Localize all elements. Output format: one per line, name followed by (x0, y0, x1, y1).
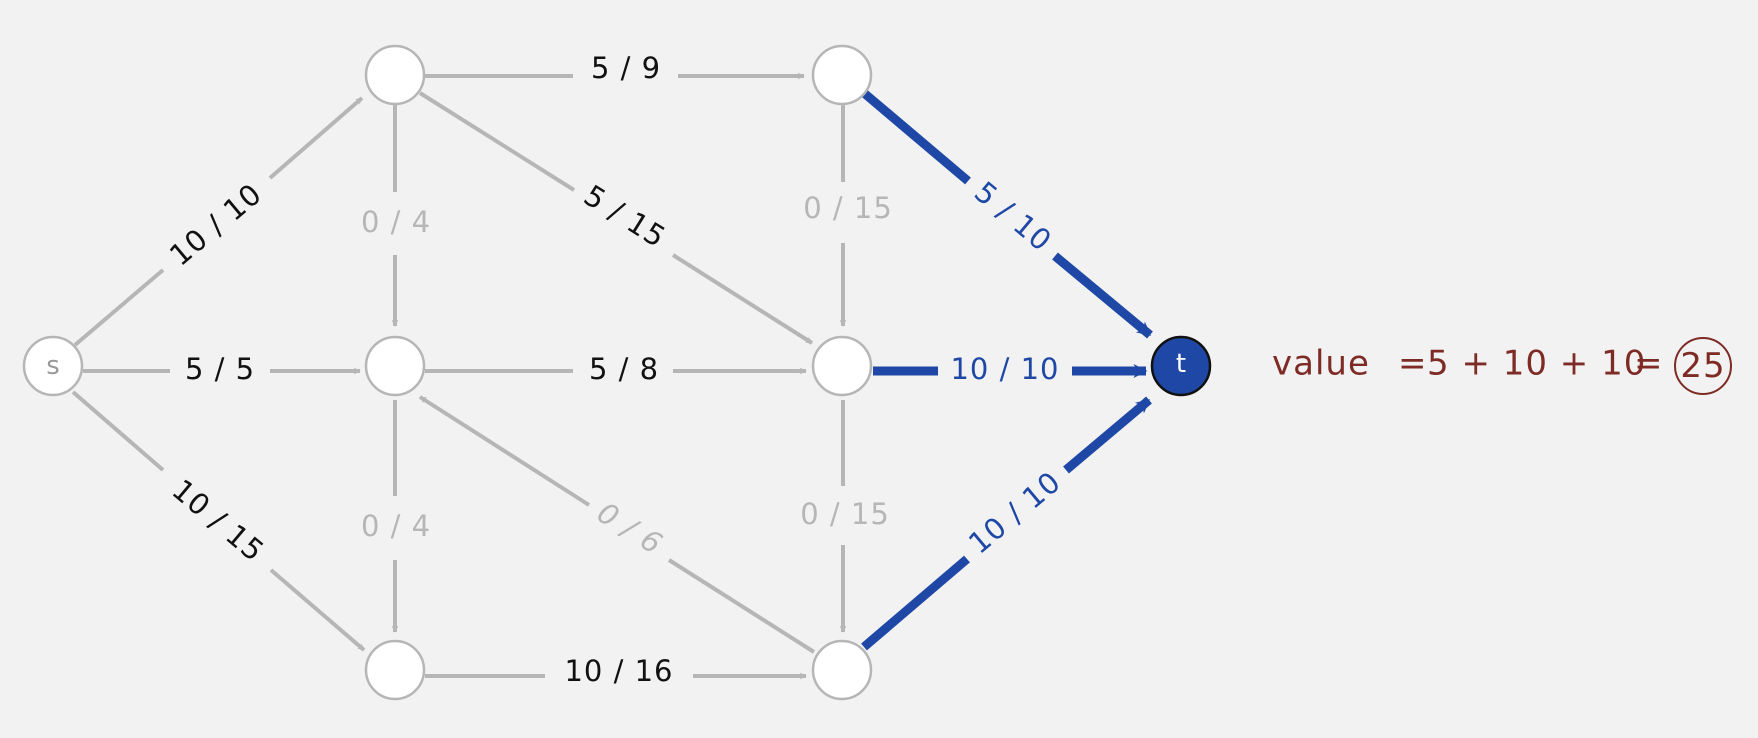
edge-label-d-e: 0 / 15 (803, 191, 893, 225)
edge-f-b-part2 (418, 395, 591, 507)
node-c (364, 639, 426, 701)
node-a (364, 44, 426, 106)
value-total-circle (1674, 337, 1732, 395)
nodes: s t (22, 44, 1212, 701)
edge-label-b-c: 0 / 4 (361, 509, 431, 543)
value-equals-first: = (1398, 344, 1428, 384)
edge-d-t-part1 (861, 89, 971, 185)
saturated-edges (861, 89, 1153, 651)
node-t-label: t (1176, 349, 1186, 379)
edge-d-t-part2 (1052, 252, 1153, 339)
gray-edges (71, 72, 847, 680)
edge-label-s-b: 5 / 5 (185, 352, 255, 386)
edge-s-a-part2 (268, 96, 364, 180)
node-s: s (22, 335, 84, 397)
node-t: t (1150, 335, 1212, 397)
value-total: 25 (1680, 346, 1725, 386)
edge-label-e-f: 0 / 15 (800, 497, 890, 531)
edge-f-b-part1 (667, 558, 816, 654)
edge-s-c-part2 (269, 568, 366, 652)
edge-a-e-part2 (671, 253, 814, 345)
edge-label-e-t: 10 / 10 (950, 352, 1059, 386)
value-prefix: value (1272, 344, 1370, 384)
node-s-label: s (46, 351, 60, 381)
node-d (811, 44, 873, 106)
edge-a-e-part1 (418, 91, 576, 192)
flow-value: value = 5 + 10 + 10 = 25 (1272, 337, 1732, 395)
value-expression: 5 + 10 + 10 (1427, 344, 1646, 384)
node-b (364, 335, 426, 397)
edge-s-a-part1 (73, 268, 165, 347)
edge-label-c-f: 10 / 16 (564, 654, 673, 688)
node-f (811, 639, 873, 701)
edge-label-a-b: 0 / 4 (361, 205, 431, 239)
edge-label-b-e: 5 / 8 (589, 352, 659, 386)
edge-s-c-part1 (71, 390, 165, 472)
edge-f-t-part1 (861, 555, 970, 651)
edge-f-t-part2 (1063, 396, 1152, 474)
edge-label-a-d: 5 / 9 (591, 51, 661, 85)
node-e (811, 335, 873, 397)
value-equals-second: = (1634, 344, 1664, 384)
